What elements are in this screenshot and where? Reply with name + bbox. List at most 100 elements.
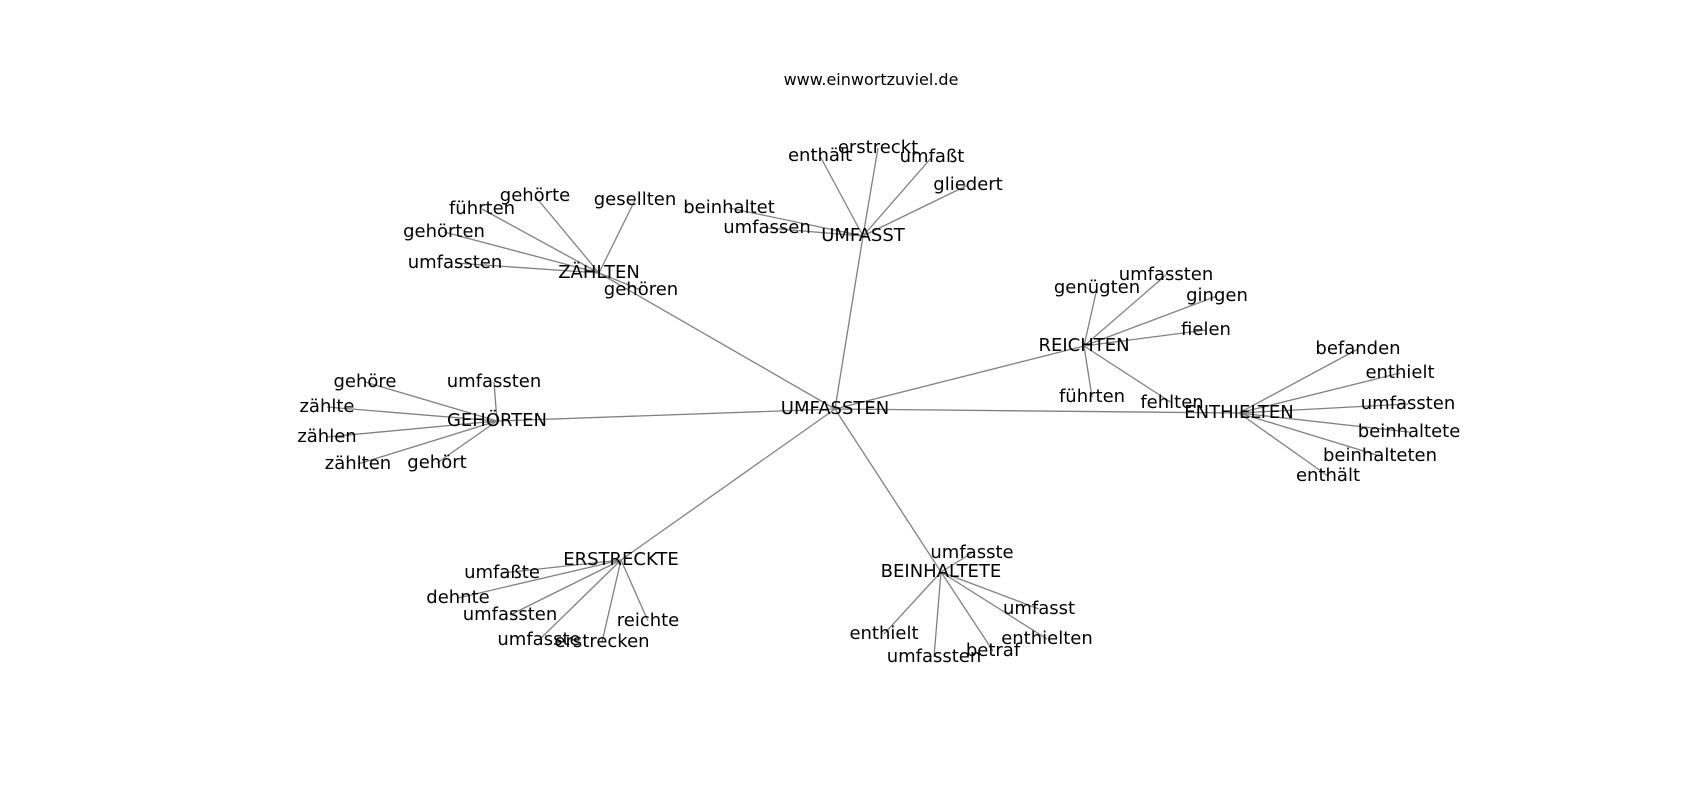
leaf-node-label: gehörte [500,185,570,206]
edge-umfasst-leaf-2 [862,156,933,237]
edge-zaehlten-leaf-4 [454,262,600,274]
edge-erstreckte-leaf-2 [509,559,622,616]
leaf-node-label: umfassten [408,252,503,273]
leaf-node-label: beinhaltete [1358,421,1461,442]
edge-center-umfasst [834,235,864,410]
hub-node-label-enthielten: ENTHIELTEN [1184,402,1293,423]
edge-umfasst-leaf-5 [766,227,864,237]
hub-node-label-zaehlten: ZÄHLTEN [558,262,640,283]
leaf-node-label: umfassten [463,604,558,625]
edge-gehoerten-leaf-3 [326,420,498,438]
graph-edges [326,147,1410,658]
hub-node-label-erstreckte: ERSTRECKTE [563,549,679,570]
edge-gehoerten-leaf-1 [493,381,498,422]
edge-enthielten-leaf-1 [1238,372,1401,414]
leaf-node-label: erstrecken [554,631,649,652]
edge-beinhaltete-leaf-3 [933,571,942,658]
center-node-label: UMFASSTEN [781,398,889,419]
leaf-node-label: betraf [966,640,1021,661]
leaf-node-label: umfassten [1361,393,1456,414]
leaf-node-label: umfassten [887,646,982,667]
edge-enthielten-leaf-5 [1238,412,1329,477]
edge-gehoerten-leaf-5 [436,420,498,464]
leaf-node-label: gingen [1186,285,1248,306]
leaf-node-label: befanden [1315,338,1400,359]
edge-enthielten-leaf-4 [1238,412,1381,457]
leaf-node-label: reichte [617,610,680,631]
edge-erstreckte-leaf-5 [620,559,649,622]
edge-zaehlten-leaf-0 [534,195,600,274]
leaf-node-label: zählten [325,453,391,474]
leaf-node-label: umfasst [1003,598,1075,619]
edge-reichten-leaf-5 [1083,345,1173,404]
leaf-node-label: dehnte [426,587,489,608]
leaf-node-label: enthält [788,145,852,166]
edge-beinhaltete-leaf-0 [940,552,973,573]
edge-beinhaltete-leaf-5 [940,571,1048,640]
edge-reichten-leaf-4 [1083,345,1093,398]
edge-enthielten-leaf-2 [1238,403,1409,414]
edge-enthielten-leaf-3 [1238,412,1410,433]
leaf-node-label: erstreckt [838,137,918,158]
leaf-node-label: führten [449,198,515,219]
leaf-node-label: gliedert [933,174,1002,195]
leaf-node-label: enthielten [1001,628,1093,649]
hub-node-label-beinhaltete: BEINHALTETE [881,561,1002,582]
edge-erstreckte-leaf-1 [457,559,622,599]
edge-zaehlten-leaf-5 [598,272,642,291]
leaf-node-label: genügten [1054,277,1140,298]
edge-umfasst-leaf-4 [728,207,864,237]
leaf-node-label: zählen [297,426,356,447]
edge-gehoerten-leaf-0 [364,381,498,422]
edge-center-erstreckte [620,408,836,561]
edge-umfasst-leaf-0 [819,155,864,237]
site-url: www.einwortzuviel.de [783,70,959,89]
leaf-node-label: umfasste [930,542,1013,563]
edge-erstreckte-leaf-4 [601,559,622,643]
edge-beinhaltete-leaf-1 [940,571,1040,610]
leaf-node-label: gehöre [334,371,397,392]
edge-zaehlten-leaf-3 [443,231,600,274]
edge-gehoerten-leaf-4 [357,420,498,465]
edge-beinhaltete-leaf-2 [883,571,942,635]
edge-reichten-leaf-2 [1083,295,1218,347]
leaf-node-label: zählte [299,396,354,417]
leaf-node-label: fehlten [1140,392,1203,413]
leaf-node-label: gehörten [403,221,485,242]
hub-node-label-reichten: REICHTEN [1038,335,1129,356]
edge-beinhaltete-leaf-4 [940,571,994,652]
edge-gehoerten-leaf-2 [326,406,498,422]
leaf-node-label: umfaßte [464,562,540,583]
edge-enthielten-leaf-0 [1238,348,1359,414]
leaf-node-label: enthält [1296,465,1360,486]
edge-reichten-leaf-3 [1083,329,1207,347]
edge-center-gehoerten [496,408,836,422]
graph-labels: UMFASSTENUMFASSTenthälterstrecktumfaßtgl… [297,137,1460,667]
hub-node-label-umfasst: UMFASST [821,225,906,246]
leaf-node-label: umfassten [1119,264,1214,285]
leaf-node-label: gesellten [594,189,677,210]
leaf-node-label: beinhaltet [683,197,775,218]
leaf-node-label: enthielt [849,623,918,644]
edge-umfasst-leaf-1 [862,147,879,237]
leaf-node-label: umfaßt [900,146,965,167]
edge-reichten-leaf-0 [1083,274,1167,347]
leaf-node-label: gehört [407,452,466,473]
leaf-node-label: umfassen [723,217,811,238]
edge-zaehlten-leaf-1 [598,199,636,274]
leaf-node-label: gehören [604,279,678,300]
edge-center-enthielten [834,408,1240,414]
leaf-node-label: umfasste [497,629,580,650]
leaf-node-label: führten [1059,386,1125,407]
leaf-node-label: umfassten [447,371,542,392]
edge-erstreckte-leaf-0 [501,559,622,574]
edge-zaehlten-leaf-2 [481,208,600,274]
edge-center-beinhaltete [834,408,942,573]
hub-node-label-gehoerten: GEHÖRTEN [447,409,547,431]
edge-erstreckte-leaf-3 [538,559,622,641]
edge-center-reichten [834,345,1085,410]
edge-reichten-leaf-1 [1083,287,1098,347]
leaf-node-label: beinhalteten [1323,445,1437,466]
leaf-node-label: enthielt [1365,362,1434,383]
